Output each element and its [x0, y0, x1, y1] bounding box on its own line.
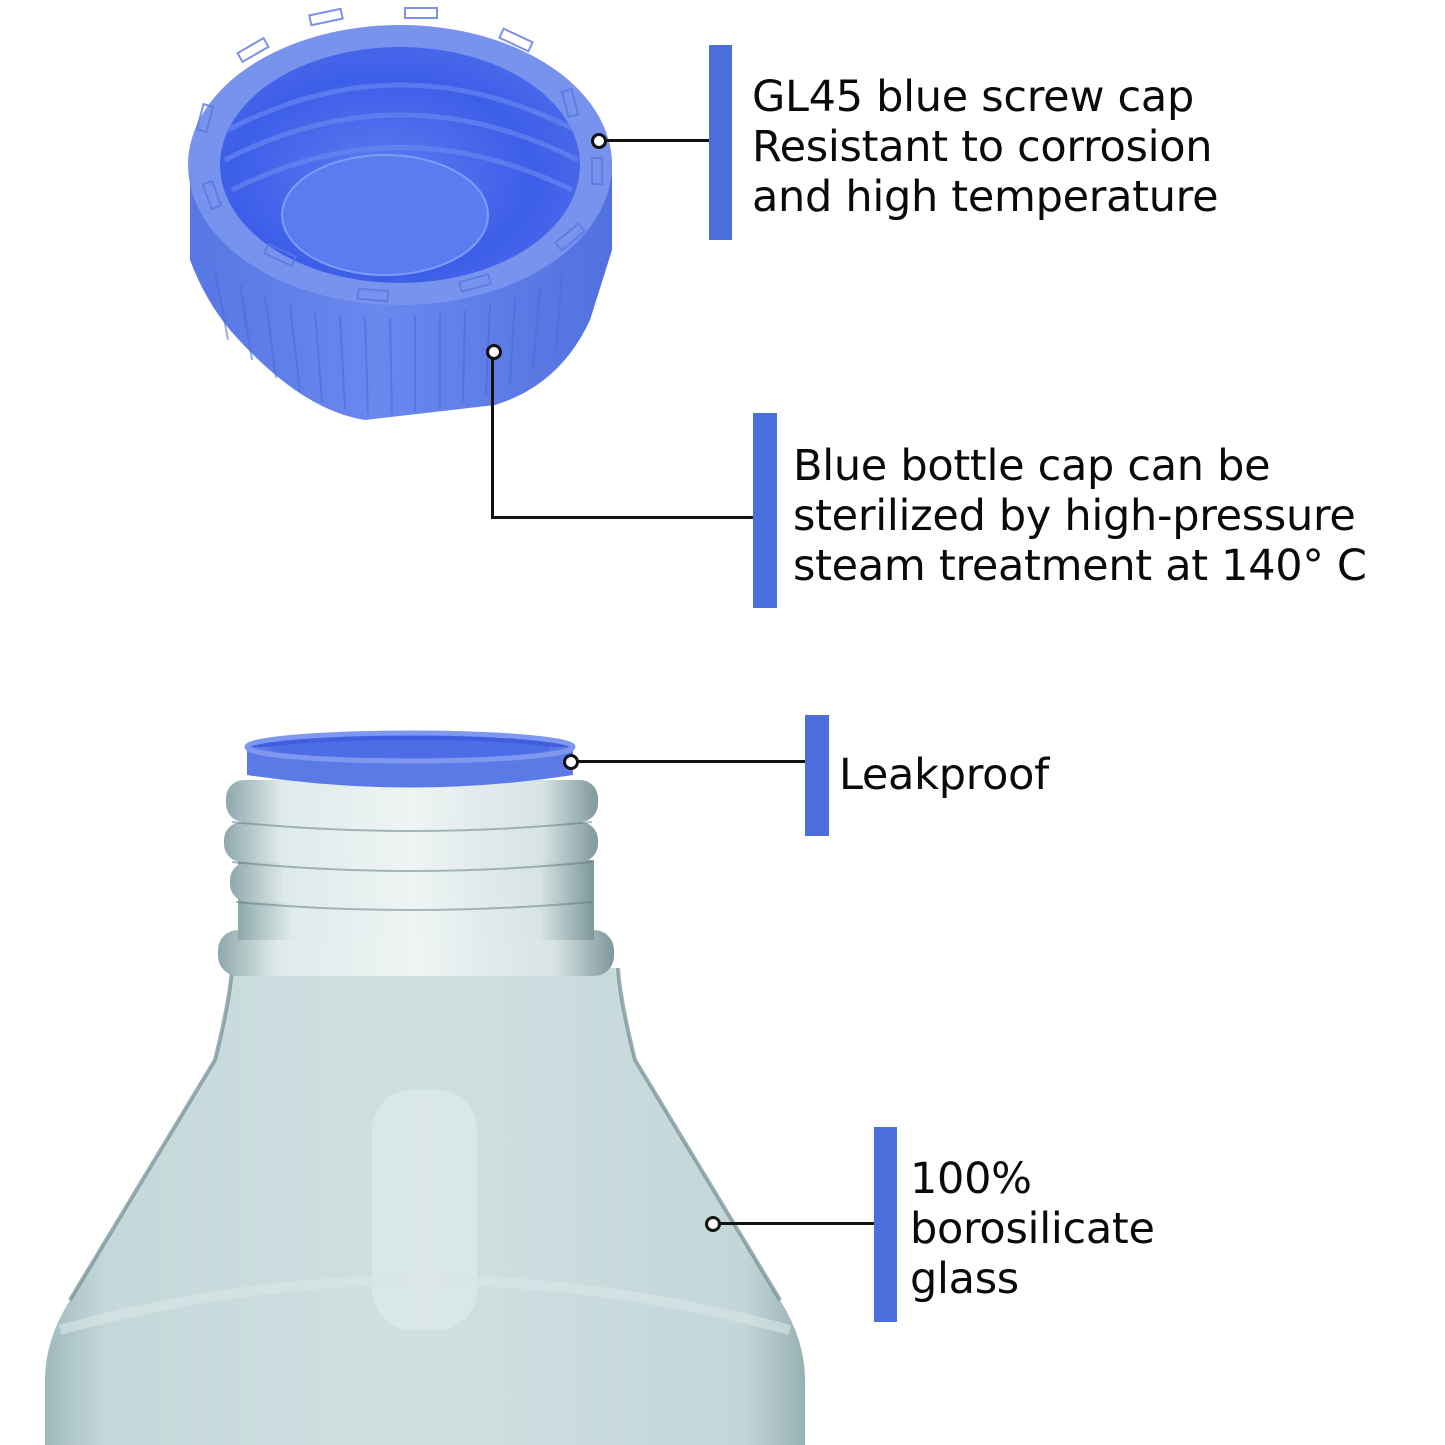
callout-line: and high temperature	[752, 172, 1219, 222]
callout-leakproof: Leakproof	[839, 750, 1049, 800]
callout-leader-line	[491, 358, 494, 518]
screw-cap-image	[188, 7, 612, 420]
callout-anchor-dot	[705, 1216, 721, 1232]
callout-glass: 100% borosilicate glass	[910, 1154, 1155, 1304]
callout-anchor-dot	[563, 754, 579, 770]
callout-line: steam treatment at 140° C	[793, 541, 1367, 591]
callout-leader-line	[491, 516, 753, 519]
callout-line: Resistant to corrosion	[752, 122, 1213, 172]
callout-accent-bar	[874, 1127, 897, 1322]
callout-leader-line	[578, 760, 806, 763]
callout-accent-bar	[805, 715, 829, 836]
callout-line: 100%	[910, 1154, 1032, 1204]
callout-accent-bar	[709, 45, 732, 240]
callout-leader-line	[606, 139, 710, 142]
callout-line: Blue bottle cap can be	[793, 441, 1271, 491]
callout-accent-bar	[753, 413, 777, 608]
callout-line: GL45 blue screw cap	[752, 72, 1194, 122]
callout-anchor-dot	[591, 133, 607, 149]
callout-line: Leakproof	[839, 750, 1049, 800]
callout-line: sterilized by high-pressure	[793, 491, 1356, 541]
callout-anchor-dot	[486, 344, 502, 360]
callout-line: glass	[910, 1254, 1019, 1304]
glass-bottle-image	[45, 730, 805, 1445]
callout-line: borosilicate	[910, 1204, 1155, 1254]
callout-screw-cap: GL45 blue screw cap Resistant to corrosi…	[752, 72, 1219, 222]
callout-sterilization: Blue bottle cap can be sterilized by hig…	[793, 441, 1367, 591]
callout-leader-line	[720, 1222, 875, 1225]
